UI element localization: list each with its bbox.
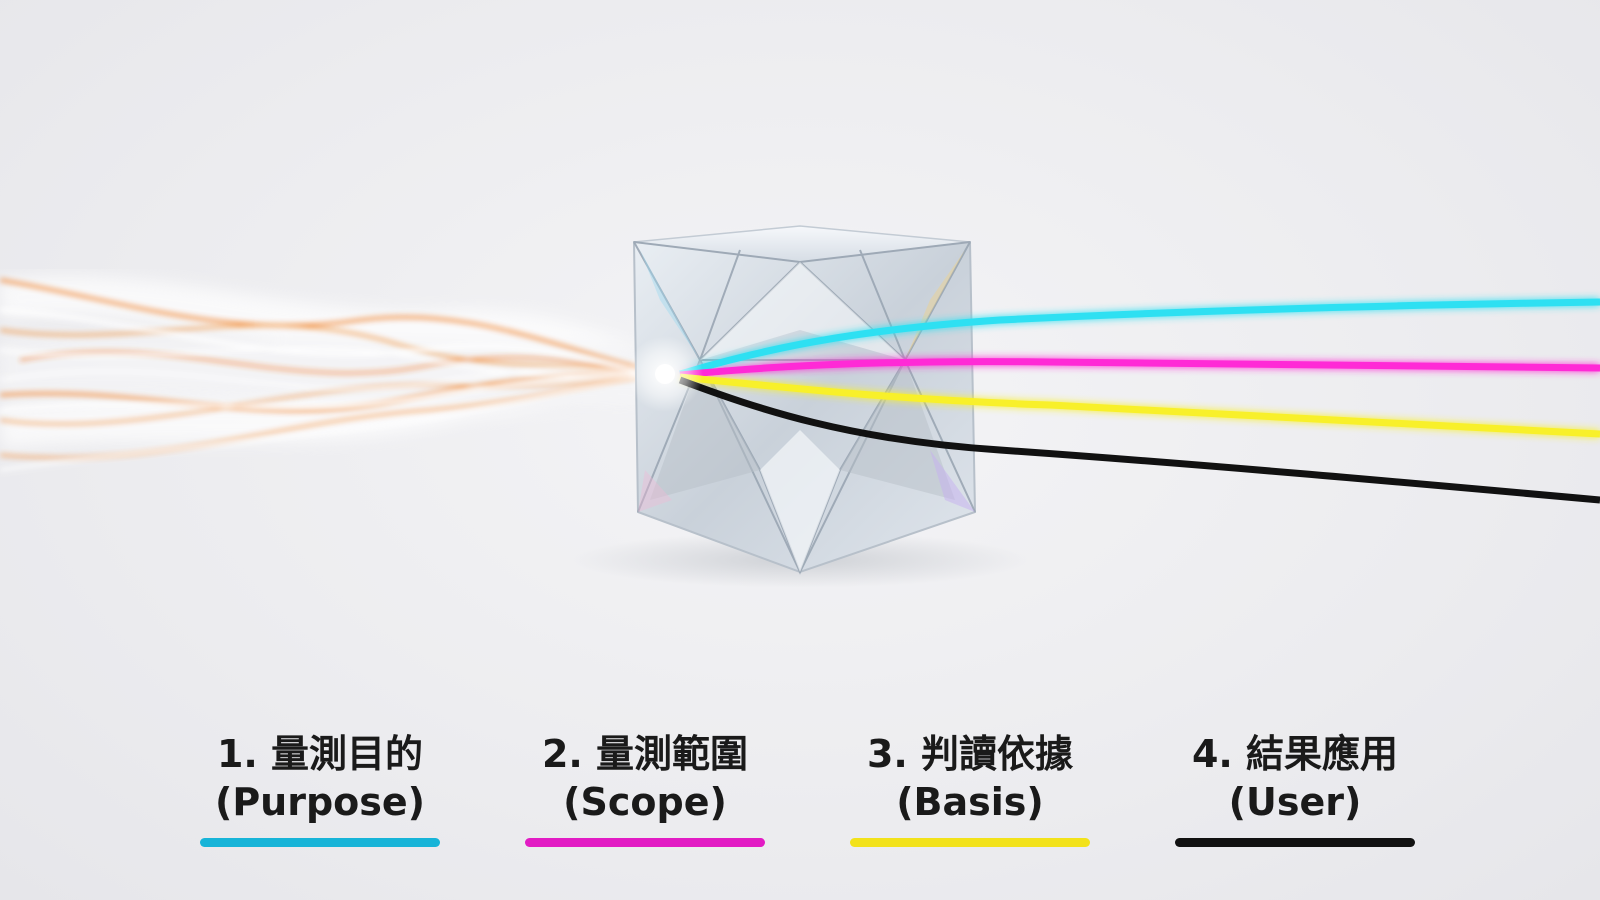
label-row: 1. 量測目的 (Purpose) 2. 量測範圍 (Scope) 3. 判讀依…	[0, 730, 1600, 870]
label-title: 1. 量測目的	[216, 732, 424, 776]
label-subtitle: (Basis)	[896, 780, 1044, 824]
label-scope: 2. 量測範圍 (Scope)	[520, 730, 770, 847]
label-subtitle: (Scope)	[563, 780, 727, 824]
label-purpose: 1. 量測目的 (Purpose)	[195, 730, 445, 847]
label-basis: 3. 判讀依據 (Basis)	[845, 730, 1095, 847]
underline-yellow	[850, 838, 1090, 847]
label-user: 4. 結果應用 (User)	[1170, 730, 1420, 847]
yellow-beam	[679, 373, 1600, 438]
black-beam	[678, 376, 1600, 504]
label-subtitle: (Purpose)	[214, 780, 426, 824]
underline-cyan	[200, 838, 440, 847]
underline-black	[1175, 838, 1415, 847]
underline-magenta	[525, 838, 765, 847]
incoming-light-beams	[0, 275, 665, 472]
cyan-beam	[678, 298, 1600, 378]
label-title: 3. 判讀依據	[866, 732, 1074, 776]
label-title: 4. 結果應用	[1191, 732, 1399, 776]
label-subtitle: (User)	[1228, 780, 1362, 824]
crystal-cube-icon	[632, 225, 977, 575]
label-title: 2. 量測範圍	[541, 732, 749, 776]
outgoing-light-beams	[678, 298, 1600, 438]
magenta-beam	[679, 358, 1600, 379]
